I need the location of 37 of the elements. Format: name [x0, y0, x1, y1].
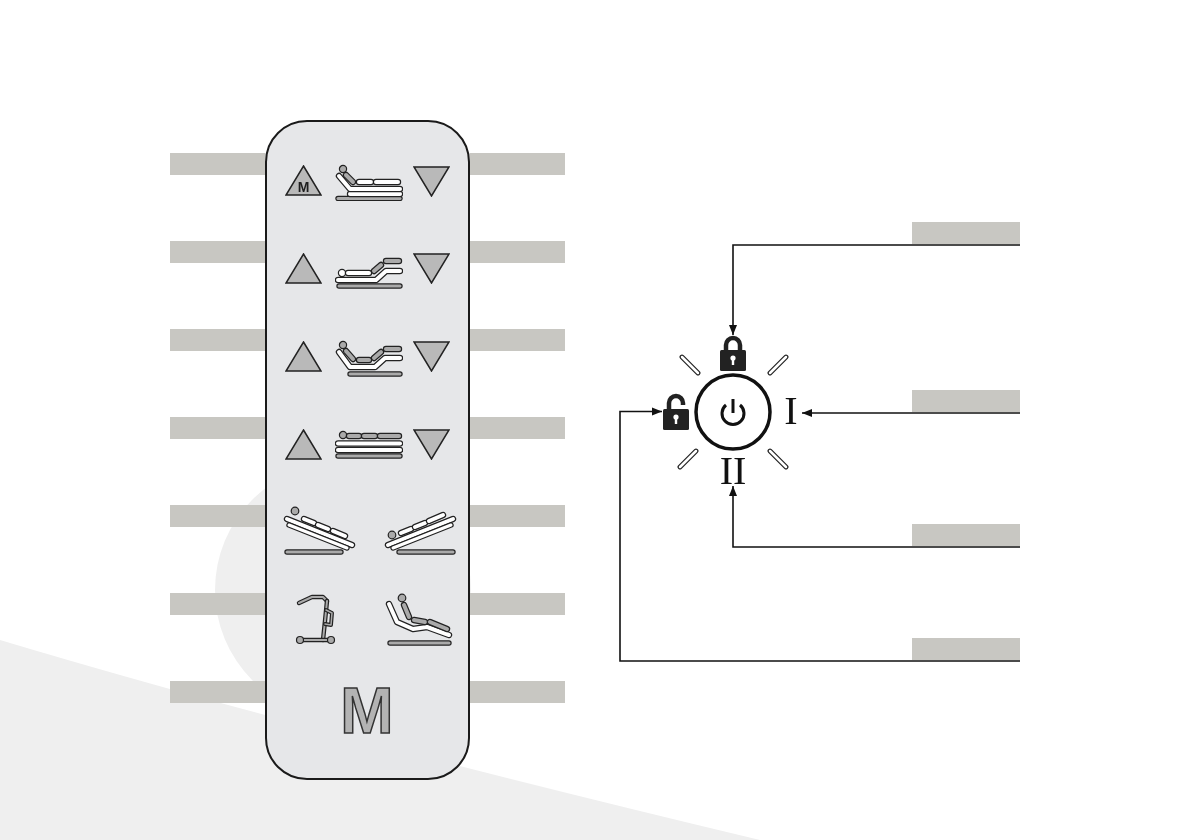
up-triangle-key [285, 341, 322, 372]
label-bar [170, 241, 265, 263]
label-bar [912, 390, 1020, 412]
down-triangle-key [413, 429, 450, 460]
label-bar [470, 505, 565, 527]
label-bar [470, 417, 565, 439]
arrow [729, 485, 1021, 548]
label-bar [470, 681, 565, 703]
roman-numeral: II [716, 456, 750, 486]
arrow [729, 244, 1021, 336]
hand-control-pendant [265, 120, 470, 780]
label-bar [470, 593, 565, 615]
up-triangle-key [285, 165, 322, 196]
arrow [801, 409, 1021, 417]
label-bar [170, 681, 265, 703]
label-bar [170, 153, 265, 175]
label-bar [912, 222, 1020, 244]
label-bar [470, 153, 565, 175]
key-letter: M [296, 181, 311, 193]
unlock-icon [662, 393, 690, 430]
label-bar [912, 524, 1020, 546]
up-triangle-key [285, 253, 322, 284]
roman-numeral: I [780, 396, 802, 426]
arrow [619, 407, 1021, 662]
down-triangle-key [413, 253, 450, 284]
down-triangle-key [413, 166, 450, 197]
label-bar [470, 329, 565, 351]
down-triangle-key [413, 341, 450, 372]
label-bar [470, 241, 565, 263]
label-bar [912, 638, 1020, 660]
lock-icon [720, 335, 746, 371]
label-bar [170, 417, 265, 439]
label-bar [170, 505, 265, 527]
key-letter: M [339, 686, 395, 736]
up-triangle-key [285, 429, 322, 460]
label-bar [170, 329, 265, 351]
label-bar [170, 593, 265, 615]
